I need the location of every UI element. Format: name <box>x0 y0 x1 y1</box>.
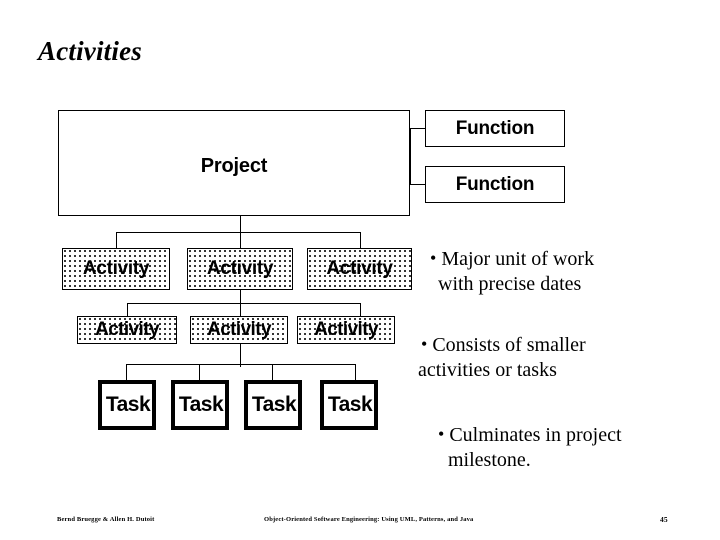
connector-project-function-1 <box>410 128 425 129</box>
bullet-1-text-2: with precise dates <box>438 273 582 295</box>
bullet-3-line-1: • Culminates in project <box>438 422 622 448</box>
node-activity-r2-3-label: Activity <box>314 319 378 340</box>
bullet-item-3: • Culminates in project milestone. <box>438 422 622 473</box>
connector-project-function-2 <box>410 184 425 185</box>
bullet-2-text-2: activities or tasks <box>418 359 557 381</box>
connector-task-3-drop <box>272 364 273 380</box>
node-function-2[interactable]: Function <box>425 166 565 203</box>
bullet-item-2: • Consists of smaller activities or task… <box>418 332 586 383</box>
node-activity-r1-2-label: Activity <box>206 258 274 279</box>
footer-author: Bernd Bruegge & Allen H. Dutoit <box>57 516 155 523</box>
node-function-2-label: Function <box>455 173 535 195</box>
node-task-2-label: Task <box>178 393 224 416</box>
bullet-point-icon: • <box>430 248 437 268</box>
connector-activities-row2-bar <box>127 303 360 304</box>
node-activity-r2-1[interactable]: Activity <box>77 316 177 344</box>
node-project-label: Project <box>200 155 268 177</box>
node-function-1-label: Function <box>455 117 535 139</box>
bullet-point-icon: • <box>421 334 428 354</box>
node-function-1[interactable]: Function <box>425 110 565 147</box>
bullet-3-line-2: milestone. <box>448 448 622 473</box>
bullet-1-line-1: • Major unit of work <box>430 246 594 272</box>
node-task-1-label: Task <box>105 393 151 416</box>
connector-activity-3-drop <box>360 232 361 248</box>
node-task-4[interactable]: Task <box>320 380 378 430</box>
connector-task-2-drop <box>199 364 200 380</box>
connector-activity-r2-2-stem <box>240 344 241 367</box>
connector-activities-row1-bar <box>116 232 360 233</box>
node-task-3[interactable]: Task <box>244 380 302 430</box>
bullet-1-line-2: with precise dates <box>438 272 594 297</box>
node-activity-r1-1-label: Activity <box>82 258 150 279</box>
node-activity-r2-2[interactable]: Activity <box>190 316 288 344</box>
footer-page-number: 45 <box>660 515 668 524</box>
node-activity-r1-1[interactable]: Activity <box>62 248 170 290</box>
node-activity-r1-2[interactable]: Activity <box>187 248 293 290</box>
bullet-3-text-1: Culminates in project <box>449 424 622 446</box>
node-task-2[interactable]: Task <box>171 380 229 430</box>
node-activity-r1-3-label: Activity <box>326 258 393 279</box>
bullet-item-1: • Major unit of work with precise dates <box>430 246 594 297</box>
connector-activity-1-drop <box>116 232 117 248</box>
connector-task-1-drop <box>126 364 127 380</box>
bullet-2-text-1: Consists of smaller <box>432 334 586 356</box>
bullet-2-line-2: activities or tasks <box>418 358 586 383</box>
node-activity-r2-1-label: Activity <box>95 319 159 340</box>
bullet-3-text-2: milestone. <box>448 449 531 471</box>
node-task-3-label: Task <box>251 393 297 416</box>
node-activity-r2-3[interactable]: Activity <box>297 316 395 344</box>
node-task-4-label: Task <box>327 393 373 416</box>
node-task-1[interactable]: Task <box>98 380 156 430</box>
node-activity-r1-3[interactable]: Activity <box>307 248 412 290</box>
connector-activity-r2-1-drop <box>127 303 128 316</box>
connector-project-function-spine <box>410 128 411 184</box>
page-title: Activities <box>38 36 142 66</box>
connector-tasks-bar <box>126 364 355 365</box>
connector-activity-r2-3-drop <box>360 303 361 316</box>
bullet-1-text-1: Major unit of work <box>441 248 595 270</box>
connector-task-4-drop <box>355 364 356 380</box>
footer-book-title: Object-Oriented Software Engineering: Us… <box>264 516 474 523</box>
bullet-2-line-1: • Consists of smaller <box>421 332 586 358</box>
bullet-point-icon: • <box>438 424 445 444</box>
node-project[interactable]: Project <box>58 110 410 216</box>
node-activity-r2-2-label: Activity <box>207 319 271 340</box>
